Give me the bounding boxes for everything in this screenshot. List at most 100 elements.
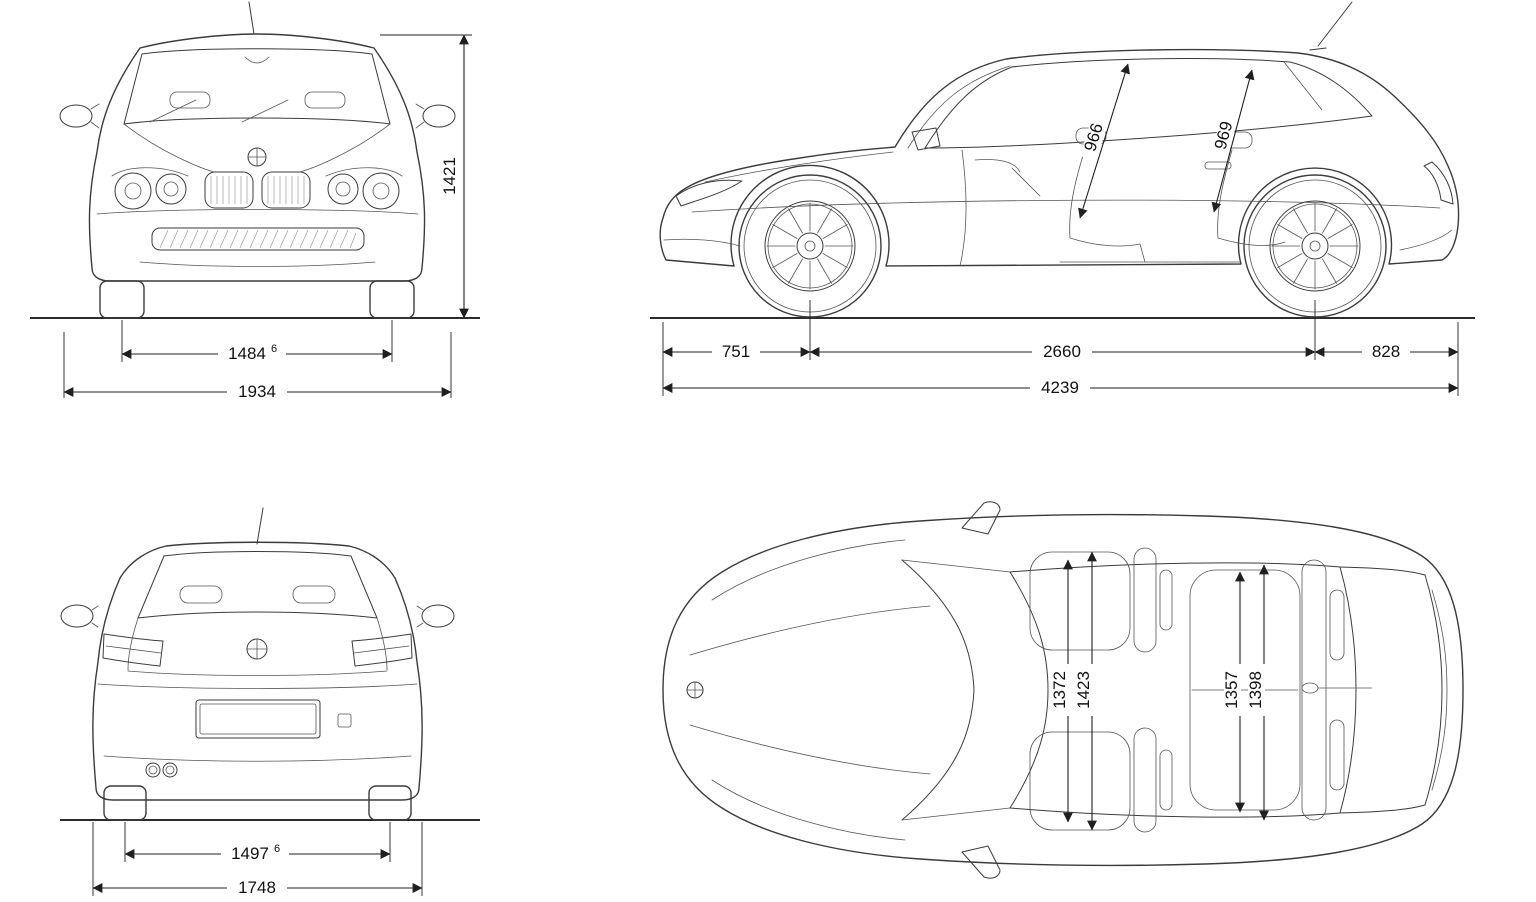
rear-width-value: 1748 <box>238 878 276 897</box>
side-view: 966 969 751 2660 828 <box>650 1 1475 397</box>
hood-creases-top <box>689 605 931 775</box>
rear-bench-top <box>1189 559 1345 821</box>
mirror-arm-left <box>90 103 100 129</box>
hood-arcs <box>711 539 906 841</box>
bmw-roundel-front <box>247 147 267 167</box>
length-extension-lines <box>662 300 1459 396</box>
rear-mirror-right <box>421 604 455 628</box>
tail-lamp-side <box>1423 161 1454 205</box>
side-mirror-right <box>422 104 456 128</box>
dim-label-rear-elbow: 1398 <box>1246 664 1265 716</box>
rear-car-drawing <box>60 507 455 821</box>
dim-label-rear-shoulder: 1357 <box>1222 664 1241 716</box>
bumper-top-line <box>97 683 418 689</box>
mirror-arm-right <box>415 103 425 129</box>
length-value: 4239 <box>1041 378 1079 397</box>
rear-wheel-right <box>368 785 412 821</box>
parking-sensor <box>337 713 352 728</box>
quarter-window-divider <box>1283 61 1323 111</box>
front-seat <box>1069 145 1146 263</box>
windshield <box>123 48 391 125</box>
headrest-left <box>169 91 211 109</box>
front-view: 1421 1484 6 1934 <box>30 1 480 401</box>
rear-overhang-value: 828 <box>1372 342 1400 361</box>
lower-air-intake <box>151 227 365 251</box>
front-seats-top <box>1029 547 1173 833</box>
width-extension-lines <box>63 332 452 398</box>
license-plate <box>195 699 321 739</box>
bumper-lip <box>139 261 376 267</box>
character-line <box>691 199 1441 213</box>
windshield-inner-line <box>907 65 1011 149</box>
front-car-drawing <box>59 1 456 319</box>
dim-label-front-headroom: 966 <box>1080 114 1110 162</box>
roof-rear-edge <box>1339 566 1357 814</box>
rear-bumper-line <box>1399 229 1453 251</box>
rear-headrest-left <box>179 585 223 604</box>
front-wheel-right <box>369 280 415 319</box>
roof-front-edge <box>1009 571 1049 809</box>
dim-label-front-overhang: 751 <box>712 342 760 361</box>
headlight-left <box>111 167 189 210</box>
rear-shoulder-value: 1357 <box>1222 671 1241 709</box>
front-track-footnote: 6 <box>271 343 277 355</box>
front-overhang-value: 751 <box>722 342 750 361</box>
dim-label-rear-track: 1497 6 <box>221 843 289 863</box>
rear-mirror-left <box>60 604 94 628</box>
top-car-drawing <box>662 501 1464 879</box>
hatch-rear-line <box>1431 589 1448 791</box>
dim-label-front-elbow: 1423 <box>1074 664 1093 716</box>
rear-wheel-left <box>103 785 147 821</box>
windshield-front-edge <box>901 559 975 821</box>
hood-creases <box>123 123 391 173</box>
interior-mirror <box>244 56 270 64</box>
rear-dimensions: 1497 6 1748 <box>92 822 423 897</box>
top-mirror-upper <box>961 501 1001 535</box>
taillight-left <box>102 633 164 667</box>
rear-body-outline <box>92 541 423 801</box>
front-headroom-value: 966 <box>1080 121 1106 154</box>
rear-window-outline <box>1339 566 1443 814</box>
rear-headroom-dim-line <box>1211 69 1255 213</box>
dim-label-wheelbase: 2660 <box>1032 342 1092 361</box>
dim-label-rear-width: 1748 <box>227 878 287 897</box>
side-car-drawing <box>659 1 1460 318</box>
bmw-roundel-rear <box>246 638 268 660</box>
top-mirror-lower <box>961 845 1001 879</box>
fuel-filler-pointer <box>1301 682 1373 694</box>
side-dimensions: 966 969 751 2660 828 <box>662 63 1459 397</box>
dim-label-front-shoulder: 1372 <box>1050 664 1069 716</box>
dashboard-steering <box>974 159 1041 197</box>
taillight-right <box>351 633 413 667</box>
headlight-side <box>675 179 743 207</box>
top-dimensions: 1372 1423 1357 1398 <box>1050 551 1269 831</box>
front-width-value: 1934 <box>238 382 276 401</box>
side-body-outline <box>659 48 1460 267</box>
front-track-value: 1484 <box>228 344 266 363</box>
bmw-roundel-top <box>686 681 704 699</box>
front-fascia-line <box>96 209 419 215</box>
front-dimensions: 1421 1484 6 1934 <box>63 34 472 401</box>
dim-label-front-track: 1484 6 <box>218 343 286 363</box>
trunk-bottom-line <box>127 670 388 676</box>
wipers <box>149 99 289 123</box>
rear-seat <box>1217 149 1286 246</box>
front-height-value: 1421 <box>440 157 459 195</box>
rear-view: 1497 6 1748 <box>60 507 480 897</box>
headlight-right <box>325 167 403 210</box>
license-plate-inner <box>199 703 317 735</box>
antenna-rear <box>256 507 264 545</box>
front-bumper-line <box>663 238 741 247</box>
rear-mirror-arm-right <box>416 605 424 628</box>
bumper-lower-line <box>103 755 412 762</box>
side-mirror <box>911 127 941 151</box>
dim-label-length: 4239 <box>1030 378 1090 397</box>
dim-label-rear-overhang: 828 <box>1362 342 1410 361</box>
antenna-side <box>1309 1 1353 51</box>
kidney-grille <box>204 171 311 209</box>
a-pillar-edges <box>901 559 1011 821</box>
front-headroom-dim-line <box>1078 63 1130 219</box>
dim-label-front-width: 1934 <box>227 382 287 401</box>
